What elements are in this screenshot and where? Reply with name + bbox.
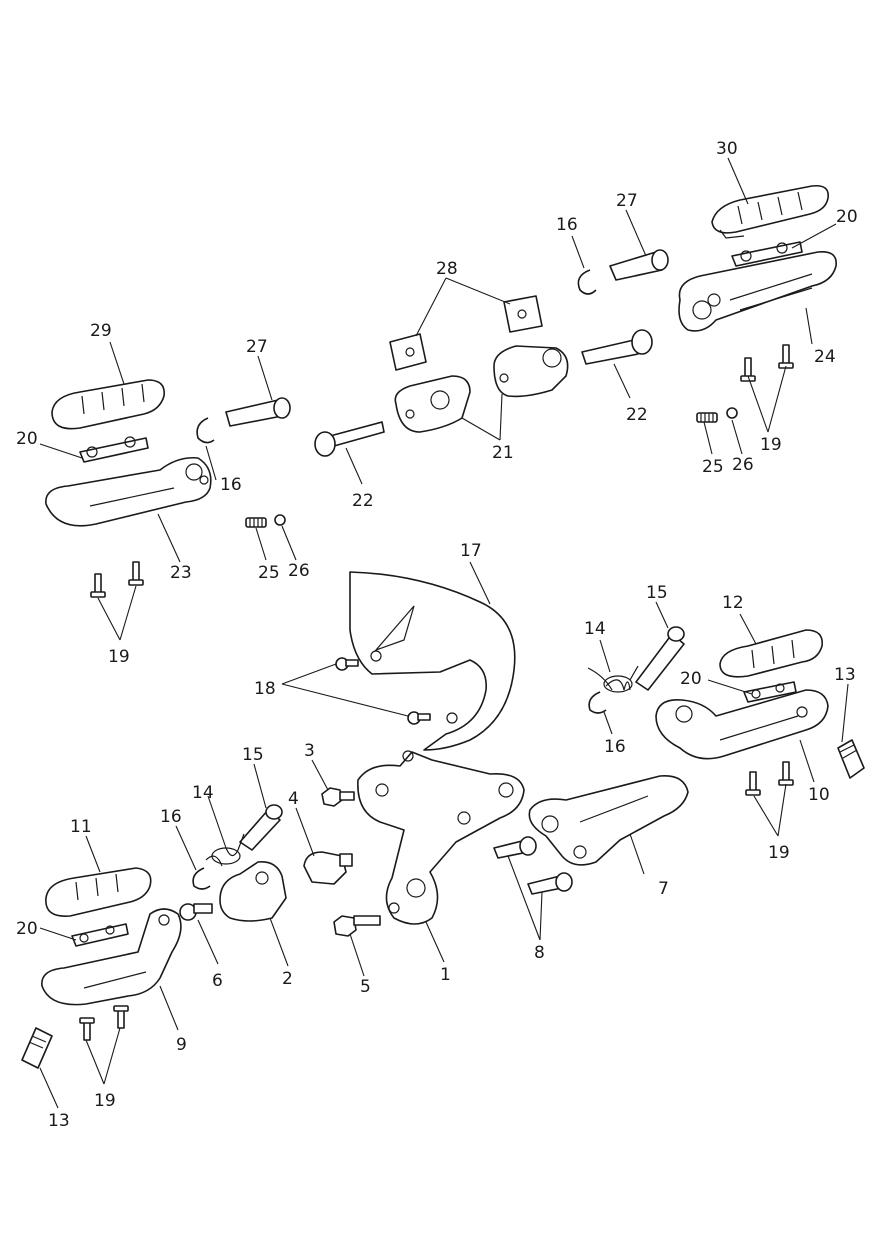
part-footrest-rubber-12 xyxy=(719,629,823,678)
part-screw-19-b xyxy=(90,561,144,598)
part-bolt-5 xyxy=(333,915,381,937)
callout-9: 9 xyxy=(176,1035,187,1055)
callout-11: 11 xyxy=(70,817,92,837)
part-spring-14-a xyxy=(587,665,639,693)
part-pivot-pin-15-b xyxy=(239,804,283,851)
part-spring-ball-25-26-b xyxy=(245,514,286,528)
callout-16-lower-right: 16 xyxy=(604,737,626,757)
leader-lines xyxy=(39,157,849,1109)
callout-4: 4 xyxy=(288,789,299,809)
callout-16-lower-left: 16 xyxy=(160,807,182,827)
callout-1: 1 xyxy=(440,965,451,985)
part-bolt-6 xyxy=(179,903,213,921)
callout-21: 21 xyxy=(492,443,514,463)
part-pivot-pin-27-b xyxy=(225,397,291,427)
part-footrest-rubber-30 xyxy=(711,184,829,239)
part-mounting-plate-20-a xyxy=(731,241,803,267)
part-bracket-2 xyxy=(219,860,287,922)
callout-15-right: 15 xyxy=(646,583,668,603)
part-bolt-22-b xyxy=(581,329,653,365)
part-circlip-16-b xyxy=(196,417,215,444)
part-circlip-16-d xyxy=(192,867,211,890)
part-screw-18 xyxy=(335,657,431,725)
part-adapter-4 xyxy=(303,851,353,885)
callout-3: 3 xyxy=(304,741,315,761)
callout-10: 10 xyxy=(808,785,830,805)
part-bung-13-b xyxy=(21,1027,53,1069)
part-screw-19-a xyxy=(740,344,794,382)
callout-25-right: 25 xyxy=(702,457,724,477)
callout-20-upper-right: 20 xyxy=(836,207,858,227)
part-clamp-plate-28-b xyxy=(503,295,543,333)
callout-14-right: 14 xyxy=(584,619,606,639)
part-bolt-3 xyxy=(321,787,355,807)
part-hanger-7 xyxy=(528,775,689,866)
callout-25-left: 25 xyxy=(258,563,280,583)
part-pivot-pin-15-a xyxy=(635,626,685,691)
callout-20-lower-left: 20 xyxy=(16,919,38,939)
part-circlip-16-c xyxy=(588,691,607,714)
callout-8: 8 xyxy=(534,943,545,963)
part-spring-14-b xyxy=(205,833,245,867)
part-footrest-24 xyxy=(678,250,837,332)
part-spring-ball-25-26-a xyxy=(696,407,738,423)
part-clamp-21-b xyxy=(493,345,569,398)
part-mounting-plate-20-b xyxy=(79,436,149,463)
callout-24: 24 xyxy=(814,347,836,367)
callout-12: 12 xyxy=(722,593,744,613)
part-clamp-21-a xyxy=(394,375,471,433)
part-hanger-bracket-1 xyxy=(357,750,525,925)
callout-19-lower-left: 19 xyxy=(94,1091,116,1111)
part-footrest-23 xyxy=(45,456,212,527)
part-mounting-plate-20-d xyxy=(71,923,129,947)
callout-20-lower-right: 20 xyxy=(680,669,702,689)
callout-7: 7 xyxy=(658,879,669,899)
callout-14-left: 14 xyxy=(192,783,214,803)
callout-27-right: 27 xyxy=(616,191,638,211)
callout-19-upper-right: 19 xyxy=(760,435,782,455)
part-footrest-rubber-11 xyxy=(45,867,152,917)
callout-28: 28 xyxy=(436,259,458,279)
part-circlip-16-a xyxy=(577,269,597,295)
callout-18: 18 xyxy=(254,679,276,699)
part-heel-guard-17 xyxy=(349,571,516,751)
callout-5: 5 xyxy=(360,977,371,997)
callout-6: 6 xyxy=(212,971,223,991)
callout-2: 2 xyxy=(282,969,293,989)
callout-23: 23 xyxy=(170,563,192,583)
callout-19-lower-right: 19 xyxy=(768,843,790,863)
part-pivot-pin-27-a xyxy=(609,249,669,281)
callout-16-upper-left: 16 xyxy=(220,475,242,495)
callout-22-left: 22 xyxy=(352,491,374,511)
callout-19-upper-left: 19 xyxy=(108,647,130,667)
callout-labels: 1 2 3 4 5 6 7 8 9 10 11 12 13 13 14 14 1… xyxy=(16,139,858,1131)
part-footrest-10 xyxy=(655,689,829,760)
callout-26-right: 26 xyxy=(732,455,754,475)
callout-29: 29 xyxy=(90,321,112,341)
callout-20-upper-left: 20 xyxy=(16,429,38,449)
callout-26-left: 26 xyxy=(288,561,310,581)
part-footrest-9 xyxy=(41,908,182,1006)
part-footrest-rubber-29 xyxy=(51,379,165,430)
callout-22-right: 22 xyxy=(626,405,648,425)
callout-16-upper-right: 16 xyxy=(556,215,578,235)
part-clamp-plate-28-a xyxy=(389,333,427,371)
callout-13-right: 13 xyxy=(834,665,856,685)
part-screw-19-d xyxy=(79,1005,129,1041)
part-bung-13-a xyxy=(837,739,865,779)
part-bolt-22-a xyxy=(314,421,385,457)
callout-17: 17 xyxy=(460,541,482,561)
callout-27-left: 27 xyxy=(246,337,268,357)
callout-30: 30 xyxy=(716,139,738,159)
callout-15-left: 15 xyxy=(242,745,264,765)
part-bolt-8 xyxy=(493,836,573,895)
callout-13-left: 13 xyxy=(48,1111,70,1131)
part-screw-19-c xyxy=(745,761,794,796)
